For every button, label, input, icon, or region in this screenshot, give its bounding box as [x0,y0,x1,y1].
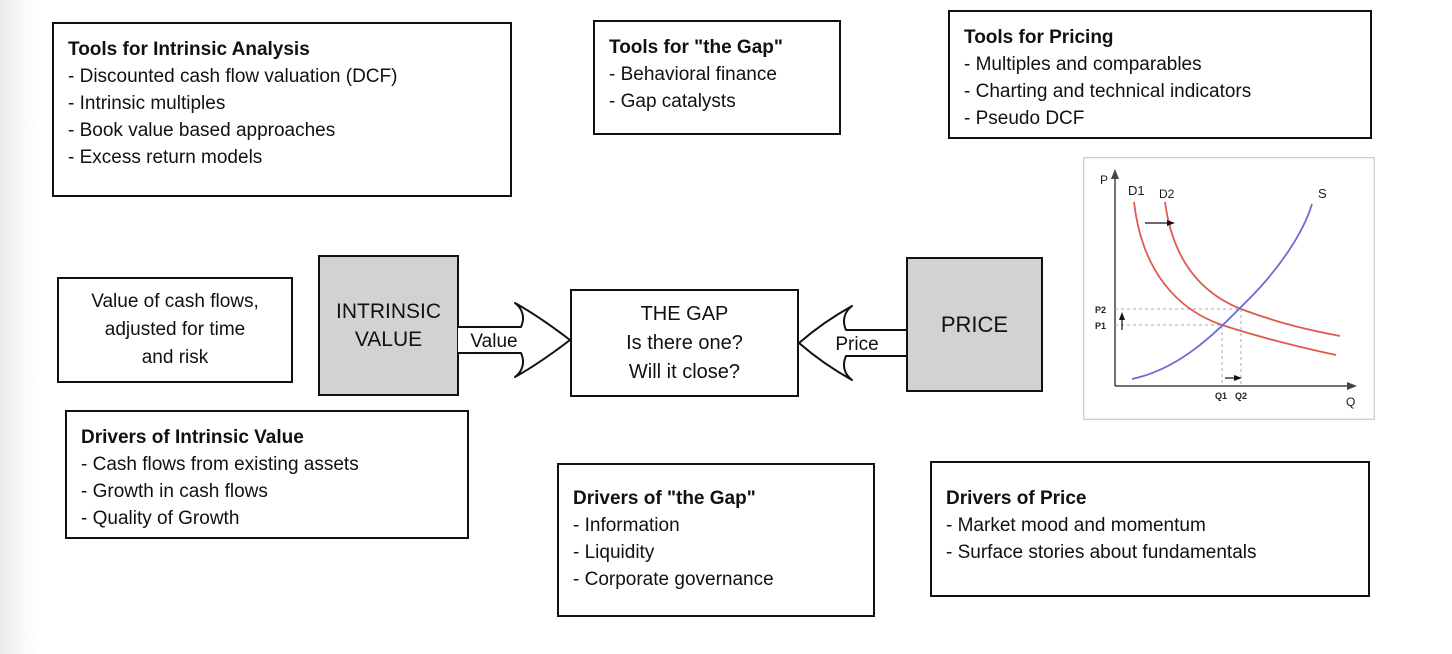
left-edge-shading [0,0,42,654]
price-arrow-label: Price [835,334,878,355]
the-gap-line: Will it close? [628,360,741,383]
value-arrow-graphic: Value [456,302,571,378]
drivers-gap-item: - Corporate governance [573,569,774,590]
x-axis-arrowhead-icon [1347,382,1357,390]
drivers-price-item: - Surface stories about fundamentals [946,542,1257,563]
the-gap-line: Is there one? [626,331,743,354]
tools-intrinsic-title: Tools for Intrinsic Analysis [68,39,310,60]
drivers-gap-item: - Information [573,515,680,536]
tools-gap-item: - Behavioral finance [609,64,777,85]
tools-pricing-box: Tools for Pricing - Multiples and compar… [948,10,1372,139]
p1-q1-guide [1115,324,1223,386]
supply-demand-chart: P Q D1 D2 S P2 P1 Q1 Q2 [1083,157,1375,420]
tools-gap-title: Tools for "the Gap" [609,37,783,58]
tools-pricing-item: - Charting and technical indicators [964,81,1252,102]
drivers-price-item: - Market mood and momentum [946,515,1206,536]
price-node: PRICE [906,257,1043,392]
tools-pricing-item: - Pseudo DCF [964,108,1085,129]
tools-intrinsic-analysis-box: Tools for Intrinsic Analysis - Discounte… [52,22,512,197]
tools-pricing-item: - Multiples and comparables [964,54,1202,75]
tools-pricing-title: Tools for Pricing [964,27,1114,48]
drivers-intrinsic-box: Drivers of Intrinsic Value - Cash flows … [65,410,469,539]
p1-tick-label: P1 [1095,321,1106,331]
drivers-price-title: Drivers of Price [946,488,1087,509]
s-label: S [1318,186,1327,201]
y-axis-arrowhead-icon [1111,169,1119,179]
the-gap-line: THE GAP [640,302,729,325]
drivers-intrinsic-item: - Quality of Growth [81,508,240,529]
supply-curve [1131,203,1313,380]
d2-label: D2 [1159,187,1175,201]
demand-shift-arrowhead-icon [1167,220,1175,226]
value-arrow: Value [456,300,573,380]
tools-gap-box: Tools for "the Gap" - Behavioral finance… [593,20,841,135]
price-arrow-graphic: Price [798,305,911,381]
tools-intrinsic-item: - Intrinsic multiples [68,93,226,114]
price-shift-arrowhead-icon [1119,312,1125,320]
tools-intrinsic-item: - Excess return models [68,147,263,168]
x-axis-label: Q [1346,395,1355,409]
demand-curve-d1 [1133,201,1337,356]
value-arrow-shape [456,302,571,378]
supply-demand-chart-graphic: P Q D1 D2 S P2 P1 Q1 Q2 [1095,169,1357,409]
intrinsic-value-label: INTRINSIC VALUE [336,299,441,351]
quantity-shift-arrowhead-icon [1234,375,1242,381]
q1-tick-label: Q1 [1215,391,1227,401]
intrinsic-value-node: INTRINSIC VALUE [318,255,459,396]
price-label: PRICE [940,311,1009,337]
value-description-line: and risk [141,347,209,368]
drivers-gap-item: - Liquidity [573,542,655,563]
the-gap-node: THE GAP Is there one? Will it close? [570,289,799,397]
price-arrow-shape [798,305,911,381]
drivers-gap-title: Drivers of "the Gap" [573,488,756,509]
tools-intrinsic-item: - Book value based approaches [68,120,336,141]
d1-label: D1 [1128,183,1145,198]
drivers-price-box: Drivers of Price - Market mood and momen… [930,461,1370,597]
value-arrow-label: Value [470,331,517,352]
price-arrow: Price [796,303,911,383]
p2-tick-label: P2 [1095,305,1106,315]
drivers-gap-box: Drivers of "the Gap" - Information - Liq… [557,463,875,617]
tools-intrinsic-item: - Discounted cash flow valuation (DCF) [68,66,398,87]
value-description-line: adjusted for time [104,319,246,340]
y-axis-label: P [1100,173,1108,187]
drivers-intrinsic-item: - Growth in cash flows [81,481,268,502]
drivers-intrinsic-item: - Cash flows from existing assets [81,454,359,475]
value-description-box: Value of cash flows, adjusted for time a… [57,277,293,383]
q2-tick-label: Q2 [1235,391,1247,401]
tools-gap-item: - Gap catalysts [609,91,736,112]
demand-curve-d2 [1164,201,1341,337]
value-description-line: Value of cash flows, [91,291,259,312]
drivers-intrinsic-title: Drivers of Intrinsic Value [81,427,304,448]
